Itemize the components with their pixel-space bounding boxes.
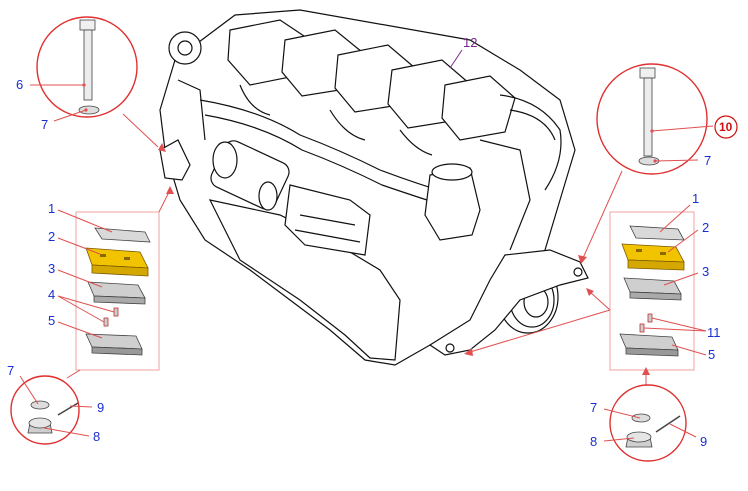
- label-11-right: 11: [707, 325, 721, 340]
- label-1-right: 1: [692, 191, 699, 206]
- plate-1-right: [629, 225, 685, 241]
- pin-11b: [639, 323, 645, 333]
- plate-5-right: [619, 333, 679, 351]
- label-7-bottom-right: 7: [590, 400, 597, 415]
- plate-1: [94, 227, 151, 243]
- label-3-left: 3: [48, 261, 55, 276]
- front-bolt-detail: [596, 63, 738, 175]
- engine-illustration: [159, 9, 589, 366]
- rear-mount-kit-box: [57, 186, 174, 371]
- label-6: 6: [16, 77, 23, 92]
- rear-mount-bracket: [159, 139, 191, 181]
- label-7-top-right: 7: [704, 153, 711, 168]
- label-8-bottom-right: 8: [590, 434, 597, 449]
- callout-10: 10: [719, 120, 733, 134]
- label-4-left: 4: [48, 287, 55, 302]
- label-5-right: 5: [708, 347, 715, 362]
- label-9-bottom-left: 9: [97, 400, 104, 415]
- label-7-top-left: 7: [41, 117, 48, 132]
- pin-4a: [113, 307, 119, 317]
- label-2-left: 2: [48, 229, 55, 244]
- label-1-left: 1: [48, 201, 55, 216]
- exhaust-manifold: [199, 99, 456, 196]
- pin-4b: [103, 317, 109, 327]
- plate-3-right: [623, 277, 682, 295]
- starter-motor: [210, 140, 290, 211]
- cylinder-covers: [227, 19, 516, 141]
- front-nut-detail: [603, 384, 697, 462]
- rear-nut-detail: [10, 375, 93, 445]
- label-8-bottom-left: 8: [93, 429, 100, 444]
- label-7-bottom-left: 7: [7, 363, 14, 378]
- label-9-bottom-right: 9: [700, 434, 707, 449]
- label-2-right: 2: [702, 220, 709, 235]
- oil-filter: [424, 163, 481, 241]
- rear-bolt-detail: [30, 16, 138, 122]
- front-mount-kit-box: [464, 204, 707, 371]
- label-5-left: 5: [48, 313, 55, 328]
- label-3-right: 3: [702, 264, 709, 279]
- callout-12: 12: [463, 35, 477, 50]
- pin-11a: [647, 313, 653, 323]
